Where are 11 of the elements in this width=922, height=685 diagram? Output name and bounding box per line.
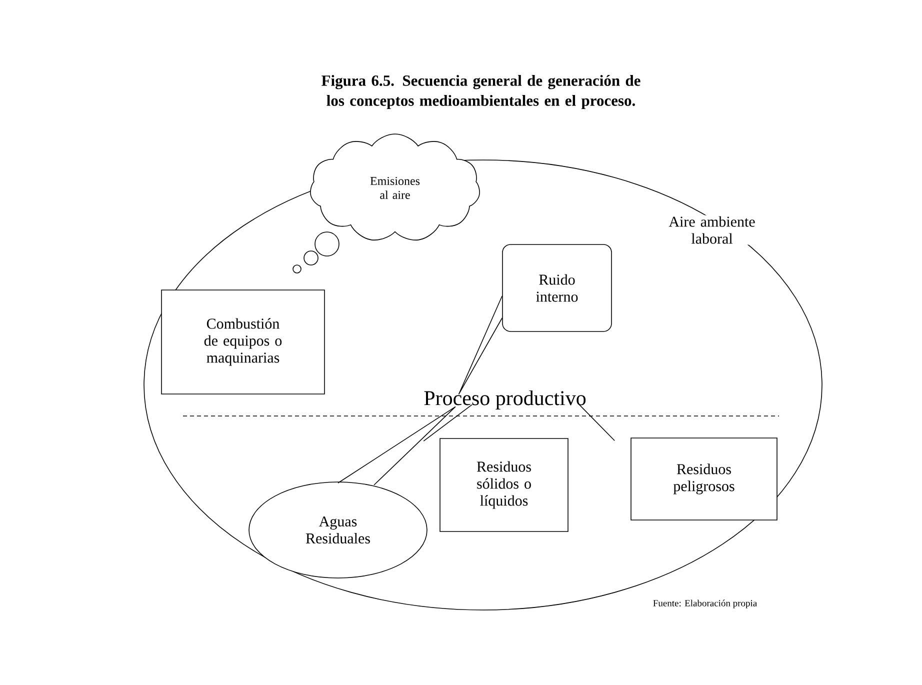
connector-line (423, 404, 472, 442)
thought-cloud: Emisiones al aire (292, 134, 480, 274)
process-box: Combustión de equipos o maquinarias (161, 290, 325, 394)
figure-title: Figura 6.5. Secuencia general de generación de los conceptos medioambientales en el proceso. (322, 74, 640, 110)
speech-callout: Ruido interno (502, 244, 612, 332)
process-box: Residuos sólidos o líquidos (440, 438, 568, 532)
speech-callout: Aguas Residuales (248, 482, 428, 578)
connector-line (338, 406, 456, 486)
connector-line (578, 404, 615, 441)
process-label: Proceso productivo (424, 390, 586, 410)
source-note: Fuente: Elaboración propia (653, 600, 757, 608)
